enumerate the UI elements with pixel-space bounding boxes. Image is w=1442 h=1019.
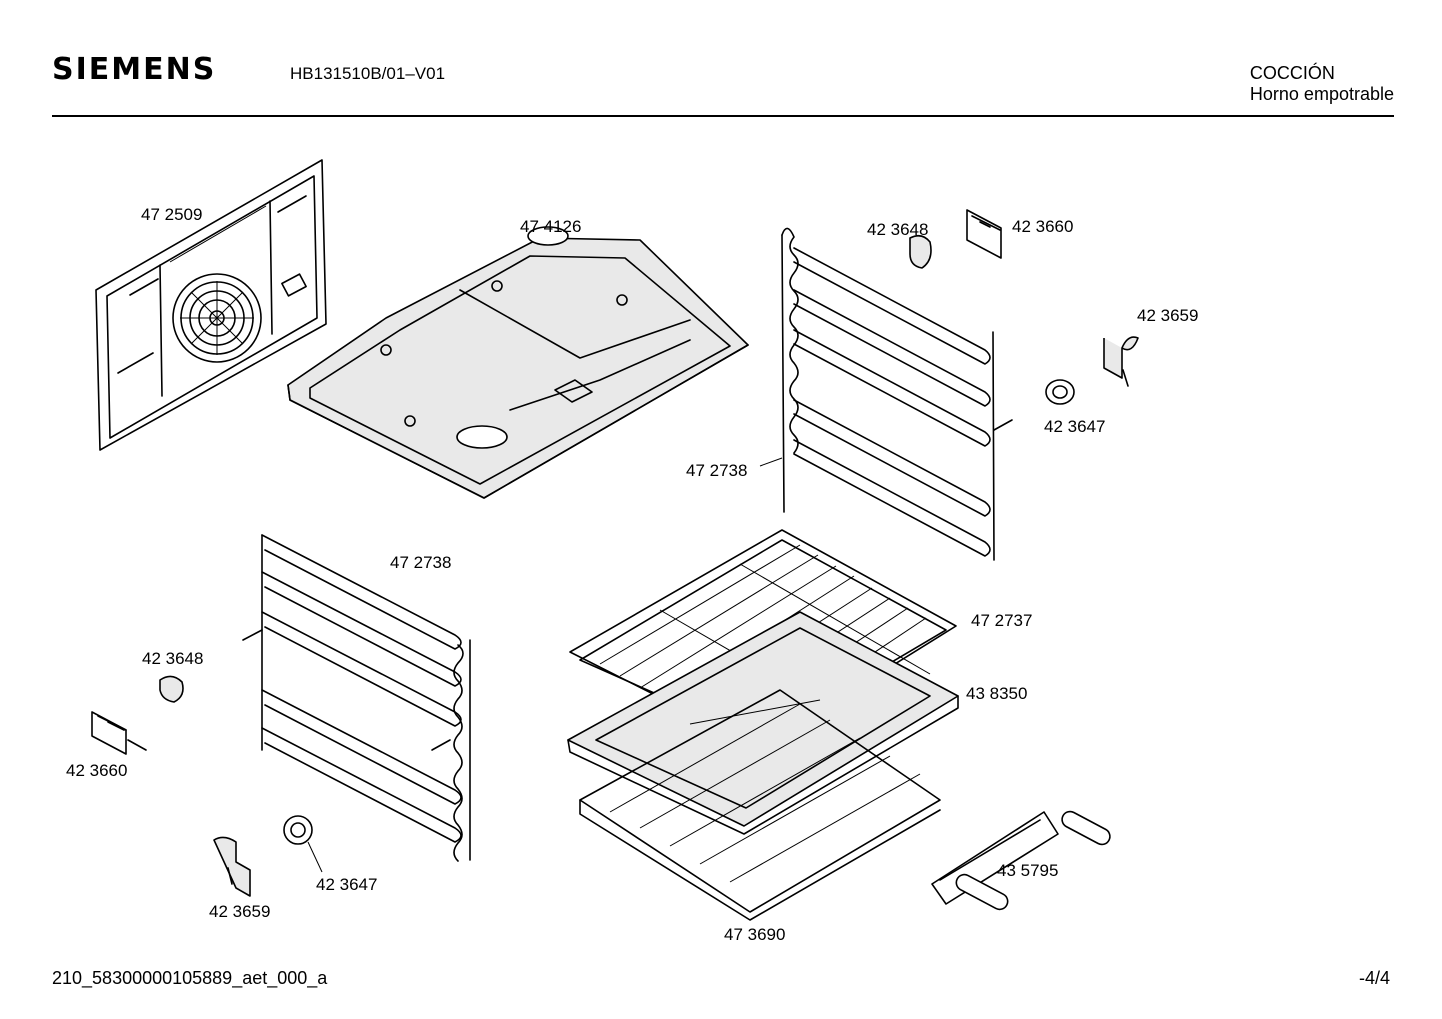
model-number: HB131510B/01–V01 <box>290 64 446 83</box>
label-clip-r1: 42 3660 <box>1012 217 1074 236</box>
oven-floor-drawing <box>287 226 749 499</box>
label-rack-left: 47 2738 <box>390 553 452 572</box>
back-panel-drawing <box>95 159 327 451</box>
tray-handle-drawing <box>931 810 1111 911</box>
label-clip-l1: 42 3660 <box>66 761 128 780</box>
document-id: 210_58300000105889_aet_000_a <box>52 968 328 988</box>
label-wire-shelf: 47 2737 <box>971 611 1033 630</box>
page-number: -4/4 <box>1358 968 1390 988</box>
category-line-1: COCCIÓN <box>1249 63 1335 83</box>
label-back-panel: 47 2509 <box>141 205 203 224</box>
header-divider <box>52 115 1394 117</box>
label-grill-rack: 47 3690 <box>724 925 786 944</box>
label-baking-tray: 43 8350 <box>966 684 1028 703</box>
label-rack-right: 47 2738 <box>686 461 748 480</box>
label-clip-l2: 42 3659 <box>209 902 271 921</box>
label-clip-r2: 42 3659 <box>1137 306 1199 325</box>
label-holder-r2: 42 3647 <box>1044 417 1106 436</box>
small-parts-drawing <box>91 209 1139 897</box>
left-rack-drawing <box>242 534 471 862</box>
label-oven-floor: 47 4126 <box>520 217 582 236</box>
grill-rack-drawing <box>579 689 941 921</box>
label-tray-handle: 43 5795 <box>997 861 1059 880</box>
label-holder-r1: 42 3648 <box>867 220 929 239</box>
label-holder-l2: 42 3647 <box>316 875 378 894</box>
category-line-2: Horno empotrable <box>1249 84 1394 104</box>
baking-tray-drawing <box>567 611 959 835</box>
label-holder-l1: 42 3648 <box>142 649 204 668</box>
brand-logo: SIEMENS <box>52 52 217 87</box>
category: COCCIÓN Horno empotrable <box>1250 63 1394 105</box>
right-rack-drawing <box>781 227 1013 561</box>
